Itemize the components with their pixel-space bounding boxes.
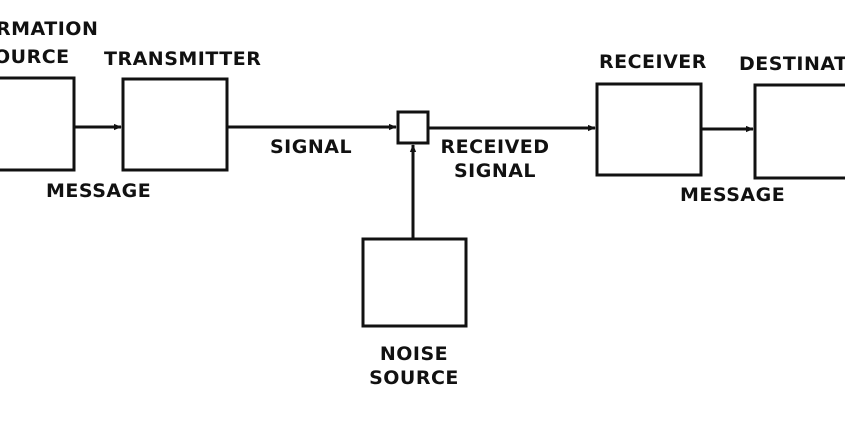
transmitter-box [121, 77, 229, 172]
received-signal-label-line1: RECEIVED [440, 136, 550, 158]
noise-source-box [361, 237, 468, 328]
receiver-box [595, 82, 703, 177]
noise-source-label-line2: SOURCE [369, 367, 459, 389]
noise-source-label-line1: NOISE [379, 343, 449, 365]
noise-mixer-box [396, 110, 430, 145]
signal-label: SIGNAL [270, 136, 353, 158]
destination-label: DESTINAT [739, 53, 845, 75]
message-label-right: MESSAGE [680, 184, 786, 206]
destination-box [753, 83, 845, 180]
information-source-label-line1: RMATION [0, 18, 99, 40]
information-source-box [0, 76, 76, 172]
received-signal-label-line2: SIGNAL [453, 160, 537, 182]
message-label-left: MESSAGE [46, 180, 152, 202]
transmitter-label: TRANSMITTER [104, 48, 262, 70]
receiver-label: RECEIVER [599, 51, 707, 73]
information-source-label-line2: OURCE [0, 46, 70, 68]
